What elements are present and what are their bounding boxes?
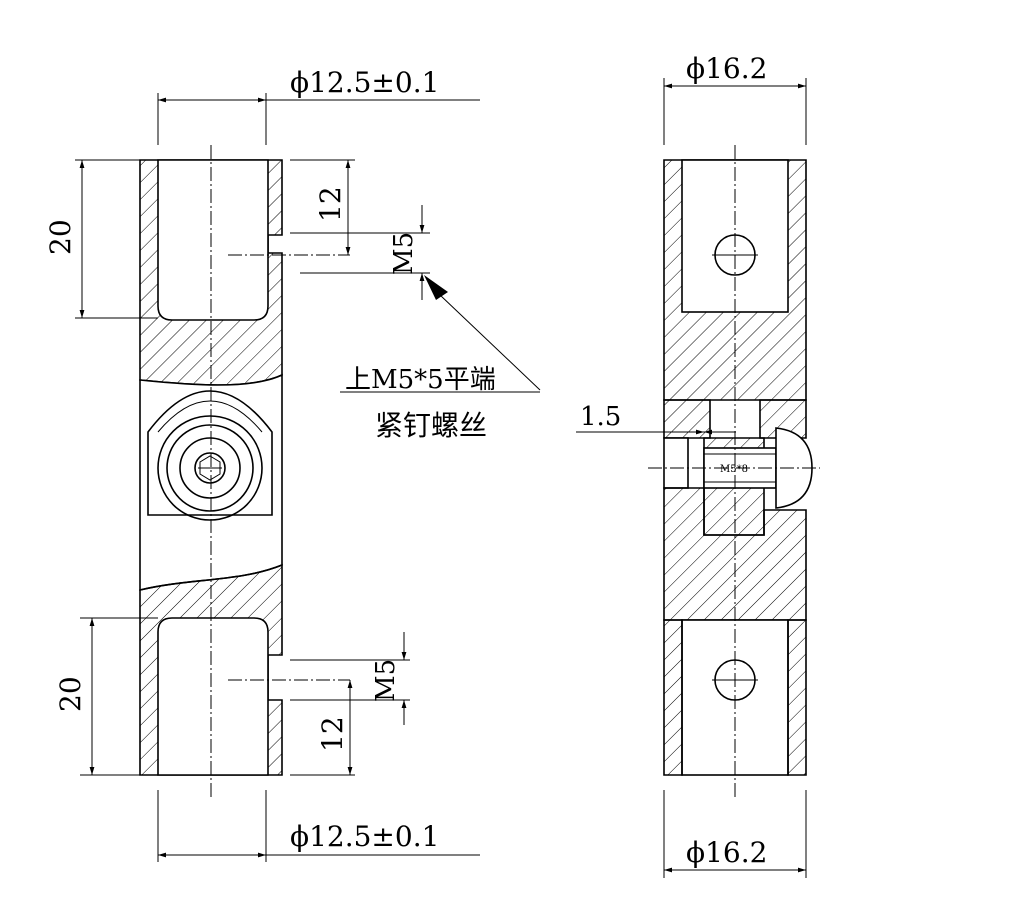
gap-label: 1.5 [580,402,621,432]
right-bottom-diameter-label: ϕ16.2 [686,836,767,869]
left-joint-outline [147,390,273,516]
left-joint-outer-ring [157,415,263,521]
bottom-thread-label: M5 [371,659,401,702]
callout-arrowhead [424,275,448,300]
bottom-depth-label: 20 [54,676,87,712]
top-depth-label: 20 [44,219,77,255]
bottom-diameter-label: ϕ12.5±0.1 [290,820,439,853]
right-bottom-wall-right [787,619,807,776]
left-bottom-cavity [157,617,269,776]
right-top-diameter-label: ϕ16.2 [686,52,767,85]
right-mid-right-block [759,399,807,439]
left-joint-mid-ring [166,424,254,512]
right-bottom-wall-left [663,619,683,776]
right-gap [663,437,689,489]
callout-line-2: 紧钉螺丝 [375,409,487,442]
callout-leader [439,294,541,391]
hex-socket-icon [199,455,221,481]
left-joint-socket [194,452,226,484]
bottom-hole-offset-label: 12 [316,716,349,752]
left-view: ϕ12.5±0.1 20 12 M5 上M5*5平端 紧钉螺丝 M5 12 [44,66,541,862]
left-joint-inner-arc [157,400,263,433]
right-view: M5*8 1.5 ϕ16.2 ϕ16.2 [576,52,820,878]
left-top-cavity [157,159,269,321]
top-diameter-label: ϕ12.5±0.1 [290,66,439,99]
left-joint-inner-ring [179,437,241,499]
top-thread-label: M5 [389,232,419,275]
screw-label: M5*8 [720,464,748,475]
callout-line-1: 上M5*5平端 [345,365,496,395]
top-hole-offset-label: 12 [314,186,347,222]
